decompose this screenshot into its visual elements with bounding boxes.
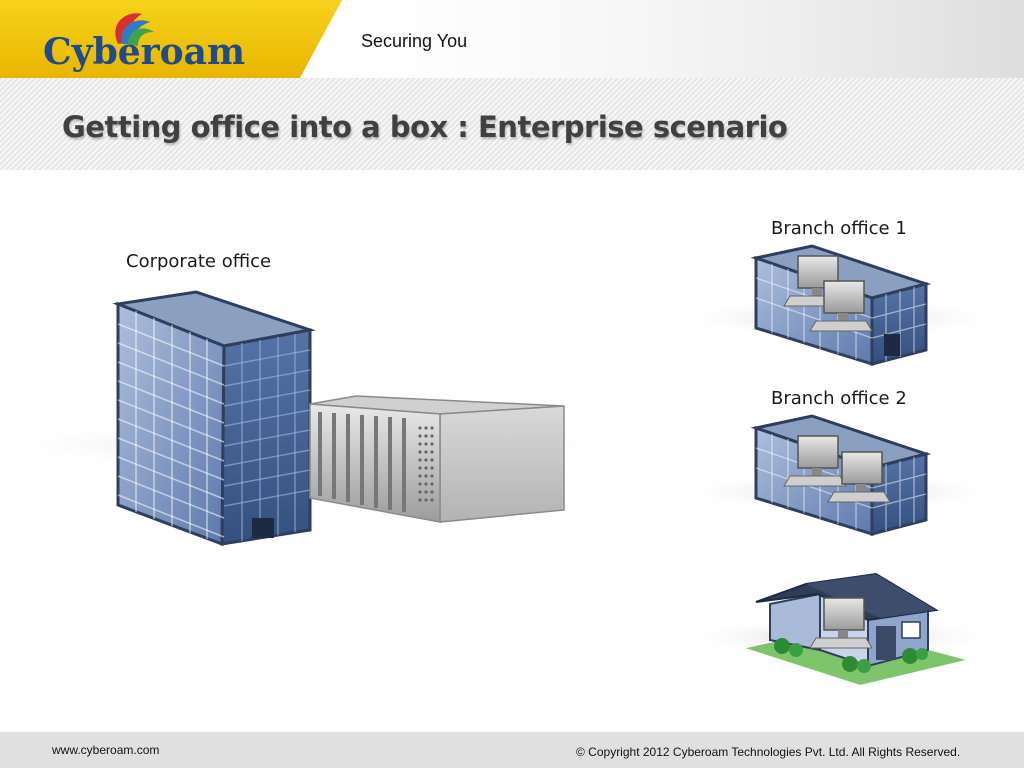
cyberoam-appliance-icon bbox=[309, 395, 565, 523]
branch-office-2-building-icon bbox=[750, 414, 932, 537]
cyberoam-logo-icon: Cyberoam bbox=[43, 13, 245, 73]
footer-copyright: © Copyright 2012 Cyberoam Technologies P… bbox=[576, 745, 961, 759]
header-tagline: Securing You bbox=[361, 31, 468, 51]
workstation-icon bbox=[783, 435, 891, 503]
slide-footer bbox=[0, 732, 1024, 768]
title-band bbox=[0, 78, 1024, 170]
branch-office-2-label: Branch office 2 bbox=[771, 388, 907, 409]
footer-url-link[interactable]: www.cyberoam.com bbox=[52, 743, 160, 757]
slide-title: Getting office into a box : Enterprise s… bbox=[62, 110, 788, 144]
svg-text:Cyberoam: Cyberoam bbox=[43, 31, 245, 73]
branch-office-1-label: Branch office 1 bbox=[771, 218, 907, 239]
corporate-building-icon bbox=[112, 290, 316, 547]
workstation-icon bbox=[809, 597, 873, 649]
logo-panel bbox=[0, 0, 1024, 78]
corporate-office-label: Corporate office bbox=[126, 251, 272, 272]
workstation-icon bbox=[783, 255, 873, 332]
